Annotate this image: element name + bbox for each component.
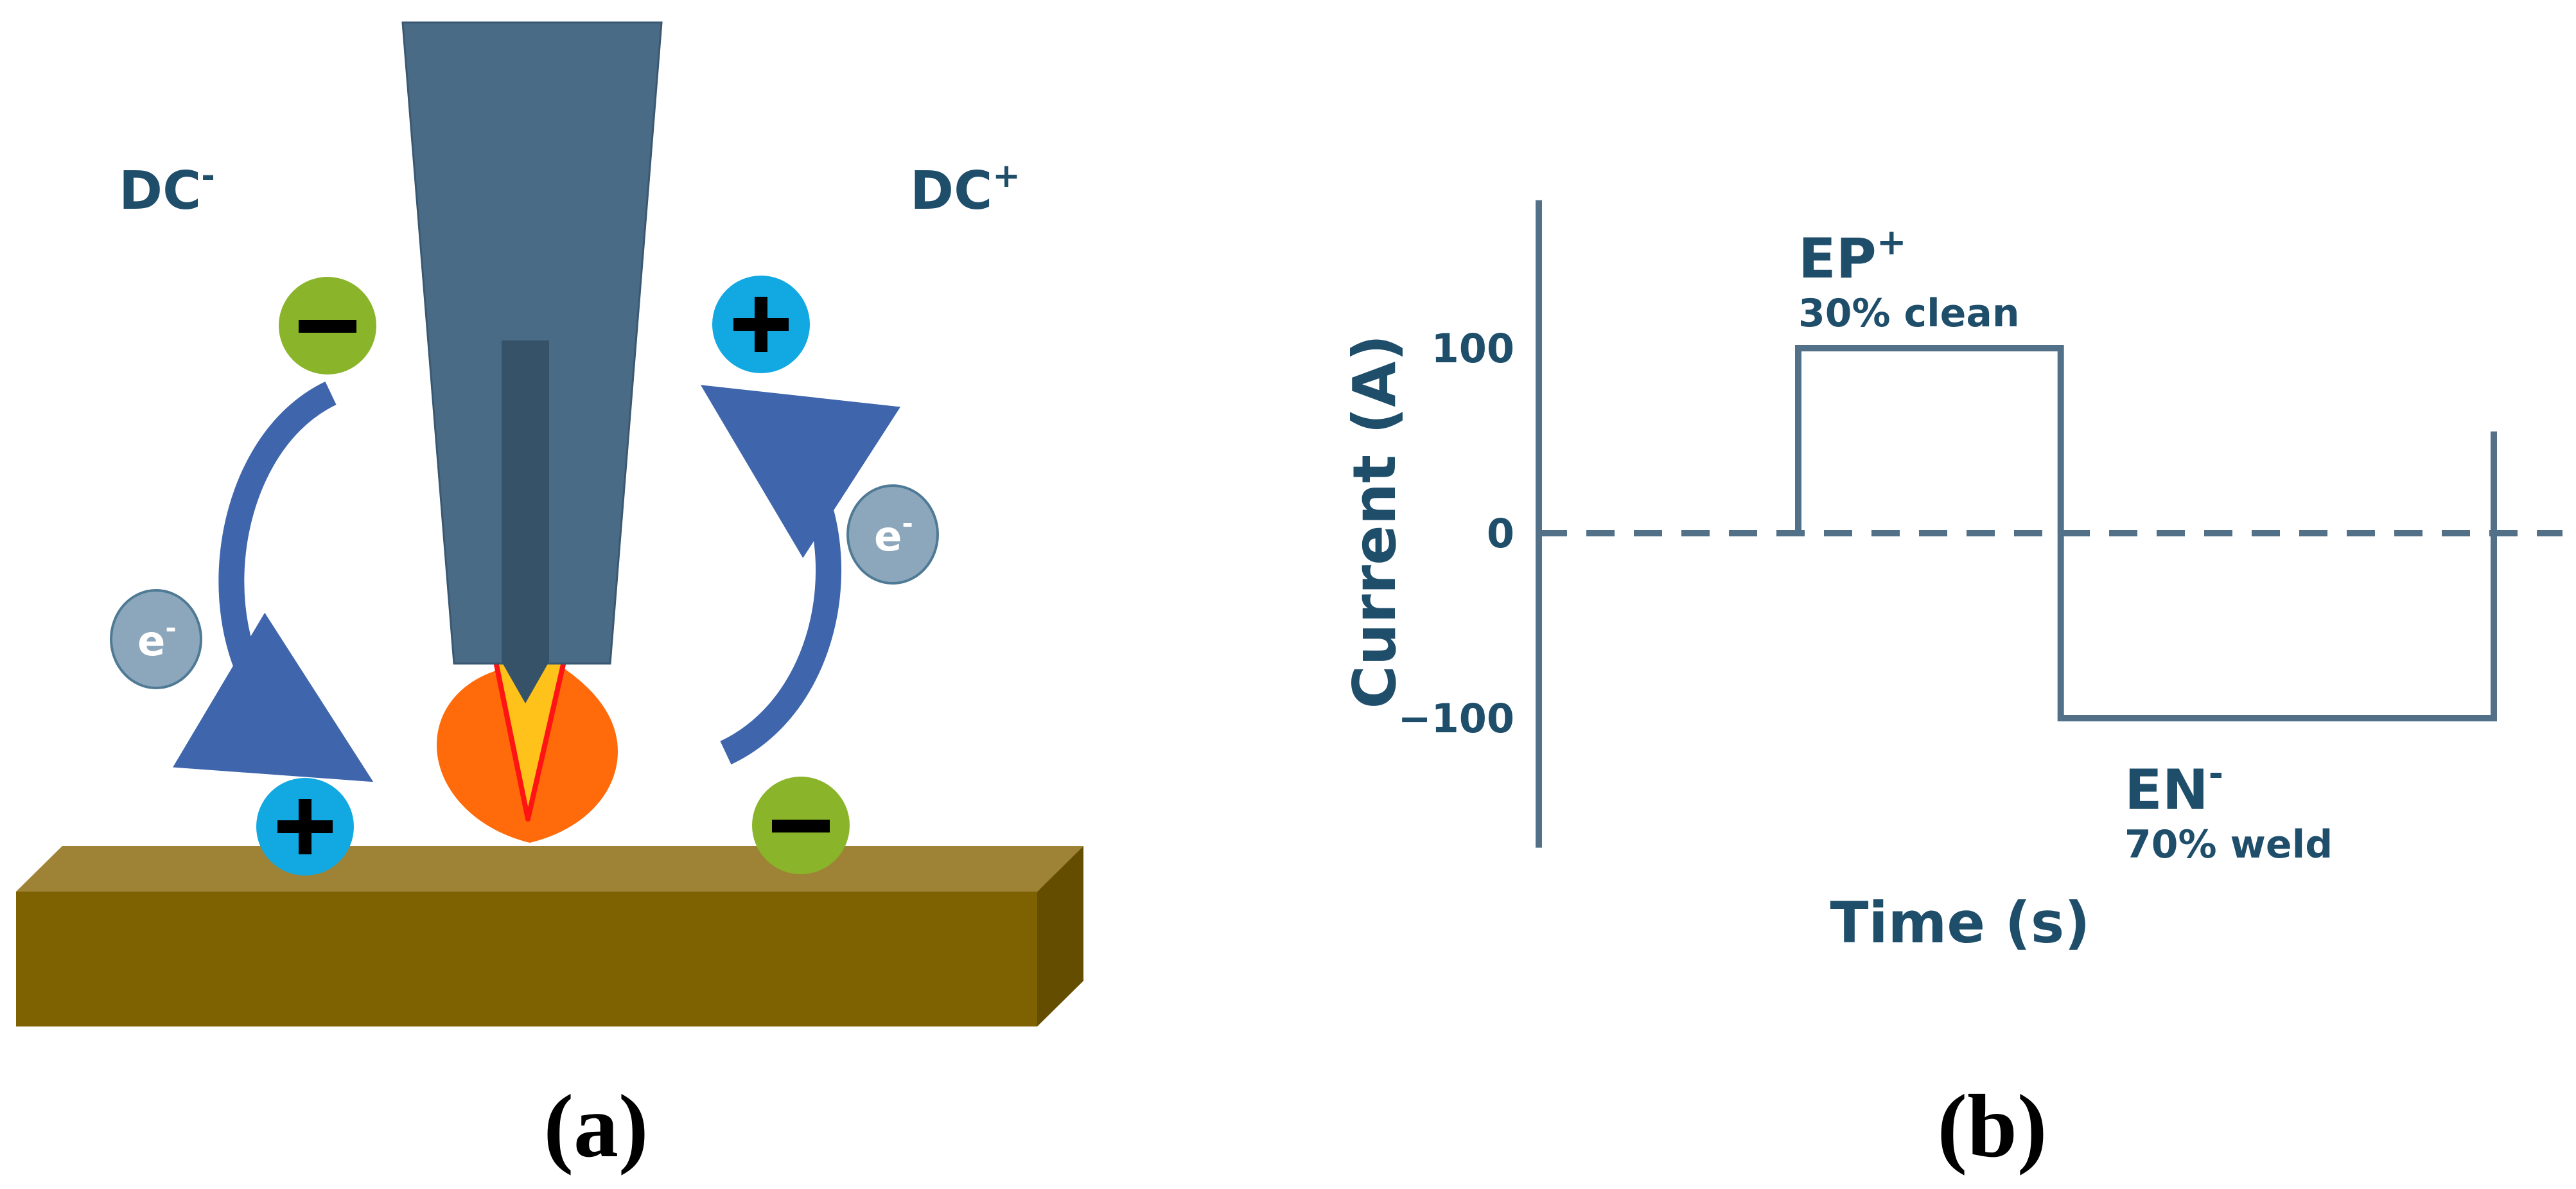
electrode-rod <box>502 340 549 662</box>
y-axis-label: Current (A) <box>1340 335 1409 709</box>
en-title: EN- <box>2125 753 2223 822</box>
panel-a: DC- DC+ e- <box>16 21 1083 1176</box>
annotation-en: EN- 70% weld <box>2125 753 2333 867</box>
plate-side-face <box>1037 846 1083 1026</box>
minus-sign <box>299 320 356 333</box>
en-description: 70% weld <box>2125 822 2333 867</box>
y-tick-label-0: 0 <box>1487 510 1514 557</box>
electron-flow-arrow-right <box>700 385 901 765</box>
dc-plus-label: DC+ <box>910 157 1021 222</box>
y-tick-label-100: 100 <box>1432 325 1514 372</box>
electron-flow-arrow-left <box>172 381 374 782</box>
negative-ion-bottom-right <box>752 777 850 874</box>
electron-left: e- <box>110 589 202 689</box>
ep-description: 30% clean <box>1798 291 2020 336</box>
electrode-tip <box>502 662 549 703</box>
plate-top-face <box>16 846 1083 892</box>
y-tick-label-minus-100: −100 <box>1398 695 1514 742</box>
panel-b: 100 0 −100 Current (A) Time (s) EP+ 30% … <box>1340 200 2563 1176</box>
plus-sign-vertical <box>755 297 767 352</box>
current-waveform-chart: 100 0 −100 Current (A) Time (s) EP+ 30% … <box>1340 200 2563 956</box>
workpiece-plate <box>16 846 1083 1026</box>
ep-title: EP+ <box>1798 222 1907 291</box>
minus-sign <box>772 820 830 832</box>
electron-right: e- <box>846 484 939 585</box>
x-axis-label: Time (s) <box>1830 890 2090 956</box>
square-wave-series <box>1795 345 2497 721</box>
panel-b-label: (b) <box>1937 1077 2047 1176</box>
positive-ion-top-right <box>712 276 810 373</box>
plate-front-face <box>16 892 1037 1026</box>
plus-sign-vertical <box>299 799 311 854</box>
annotation-ep: EP+ 30% clean <box>1798 222 2020 336</box>
negative-ion-top-left <box>279 277 376 374</box>
dc-minus-label: DC- <box>119 157 215 222</box>
positive-ion-bottom-left <box>256 778 354 876</box>
panel-a-label: (a) <box>543 1077 648 1176</box>
tungsten-electrode <box>502 340 549 703</box>
